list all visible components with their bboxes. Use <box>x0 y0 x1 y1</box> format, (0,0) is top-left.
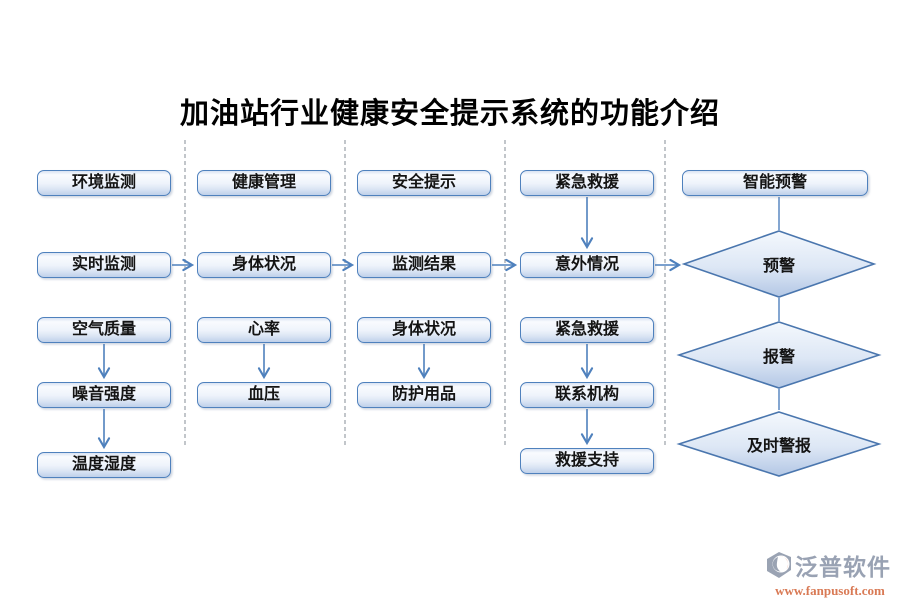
node-rescue-support: 救援支持 <box>520 448 654 474</box>
node-physical-condition-2: 身体状况 <box>357 317 491 343</box>
node-blood-pressure: 血压 <box>197 382 331 408</box>
node-smart-warning-header: 智能预警 <box>682 170 868 196</box>
early-warning-label: 预警 <box>762 258 795 275</box>
flow-arrows <box>97 197 682 450</box>
page-title: 加油站行业健康安全提示系统的功能介绍 <box>179 98 720 130</box>
node-monitoring-result: 监测结果 <box>357 252 491 278</box>
node-health-management-header: 健康管理 <box>197 170 331 196</box>
fanpu-logo-icon <box>767 552 791 578</box>
decision-diamonds <box>676 230 882 477</box>
node-safety-tips-header: 安全提示 <box>357 170 491 196</box>
node-physical-condition: 身体状况 <box>197 252 331 278</box>
timely-alert-label: 及时警报 <box>746 438 811 455</box>
watermark-url: www.fanpusoft.com <box>775 583 885 598</box>
timely-alert-diamond <box>676 411 882 477</box>
node-air-quality: 空气质量 <box>37 317 171 343</box>
watermark: 泛普软件 www.fanpusoft.com <box>765 548 895 599</box>
watermark-brand: 泛普软件 <box>795 554 891 580</box>
alarm-label: 报警 <box>762 349 795 366</box>
node-emergency-rescue-2: 紧急救援 <box>520 317 654 343</box>
alarm-diamond <box>676 321 882 389</box>
node-noise-intensity: 噪音强度 <box>37 382 171 408</box>
column-separators <box>184 140 666 446</box>
node-realtime-monitoring: 实时监测 <box>37 252 171 278</box>
node-heart-rate: 心率 <box>197 317 331 343</box>
node-env-monitoring-header: 环境监测 <box>37 170 171 196</box>
node-temperature-humidity: 温度湿度 <box>37 452 171 478</box>
node-emergency-rescue-header: 紧急救援 <box>520 170 654 196</box>
node-contact-agency: 联系机构 <box>520 382 654 408</box>
node-protective-equipment: 防护用品 <box>357 382 491 408</box>
node-accident-situation: 意外情况 <box>520 252 654 278</box>
early-warning-diamond <box>681 230 877 298</box>
